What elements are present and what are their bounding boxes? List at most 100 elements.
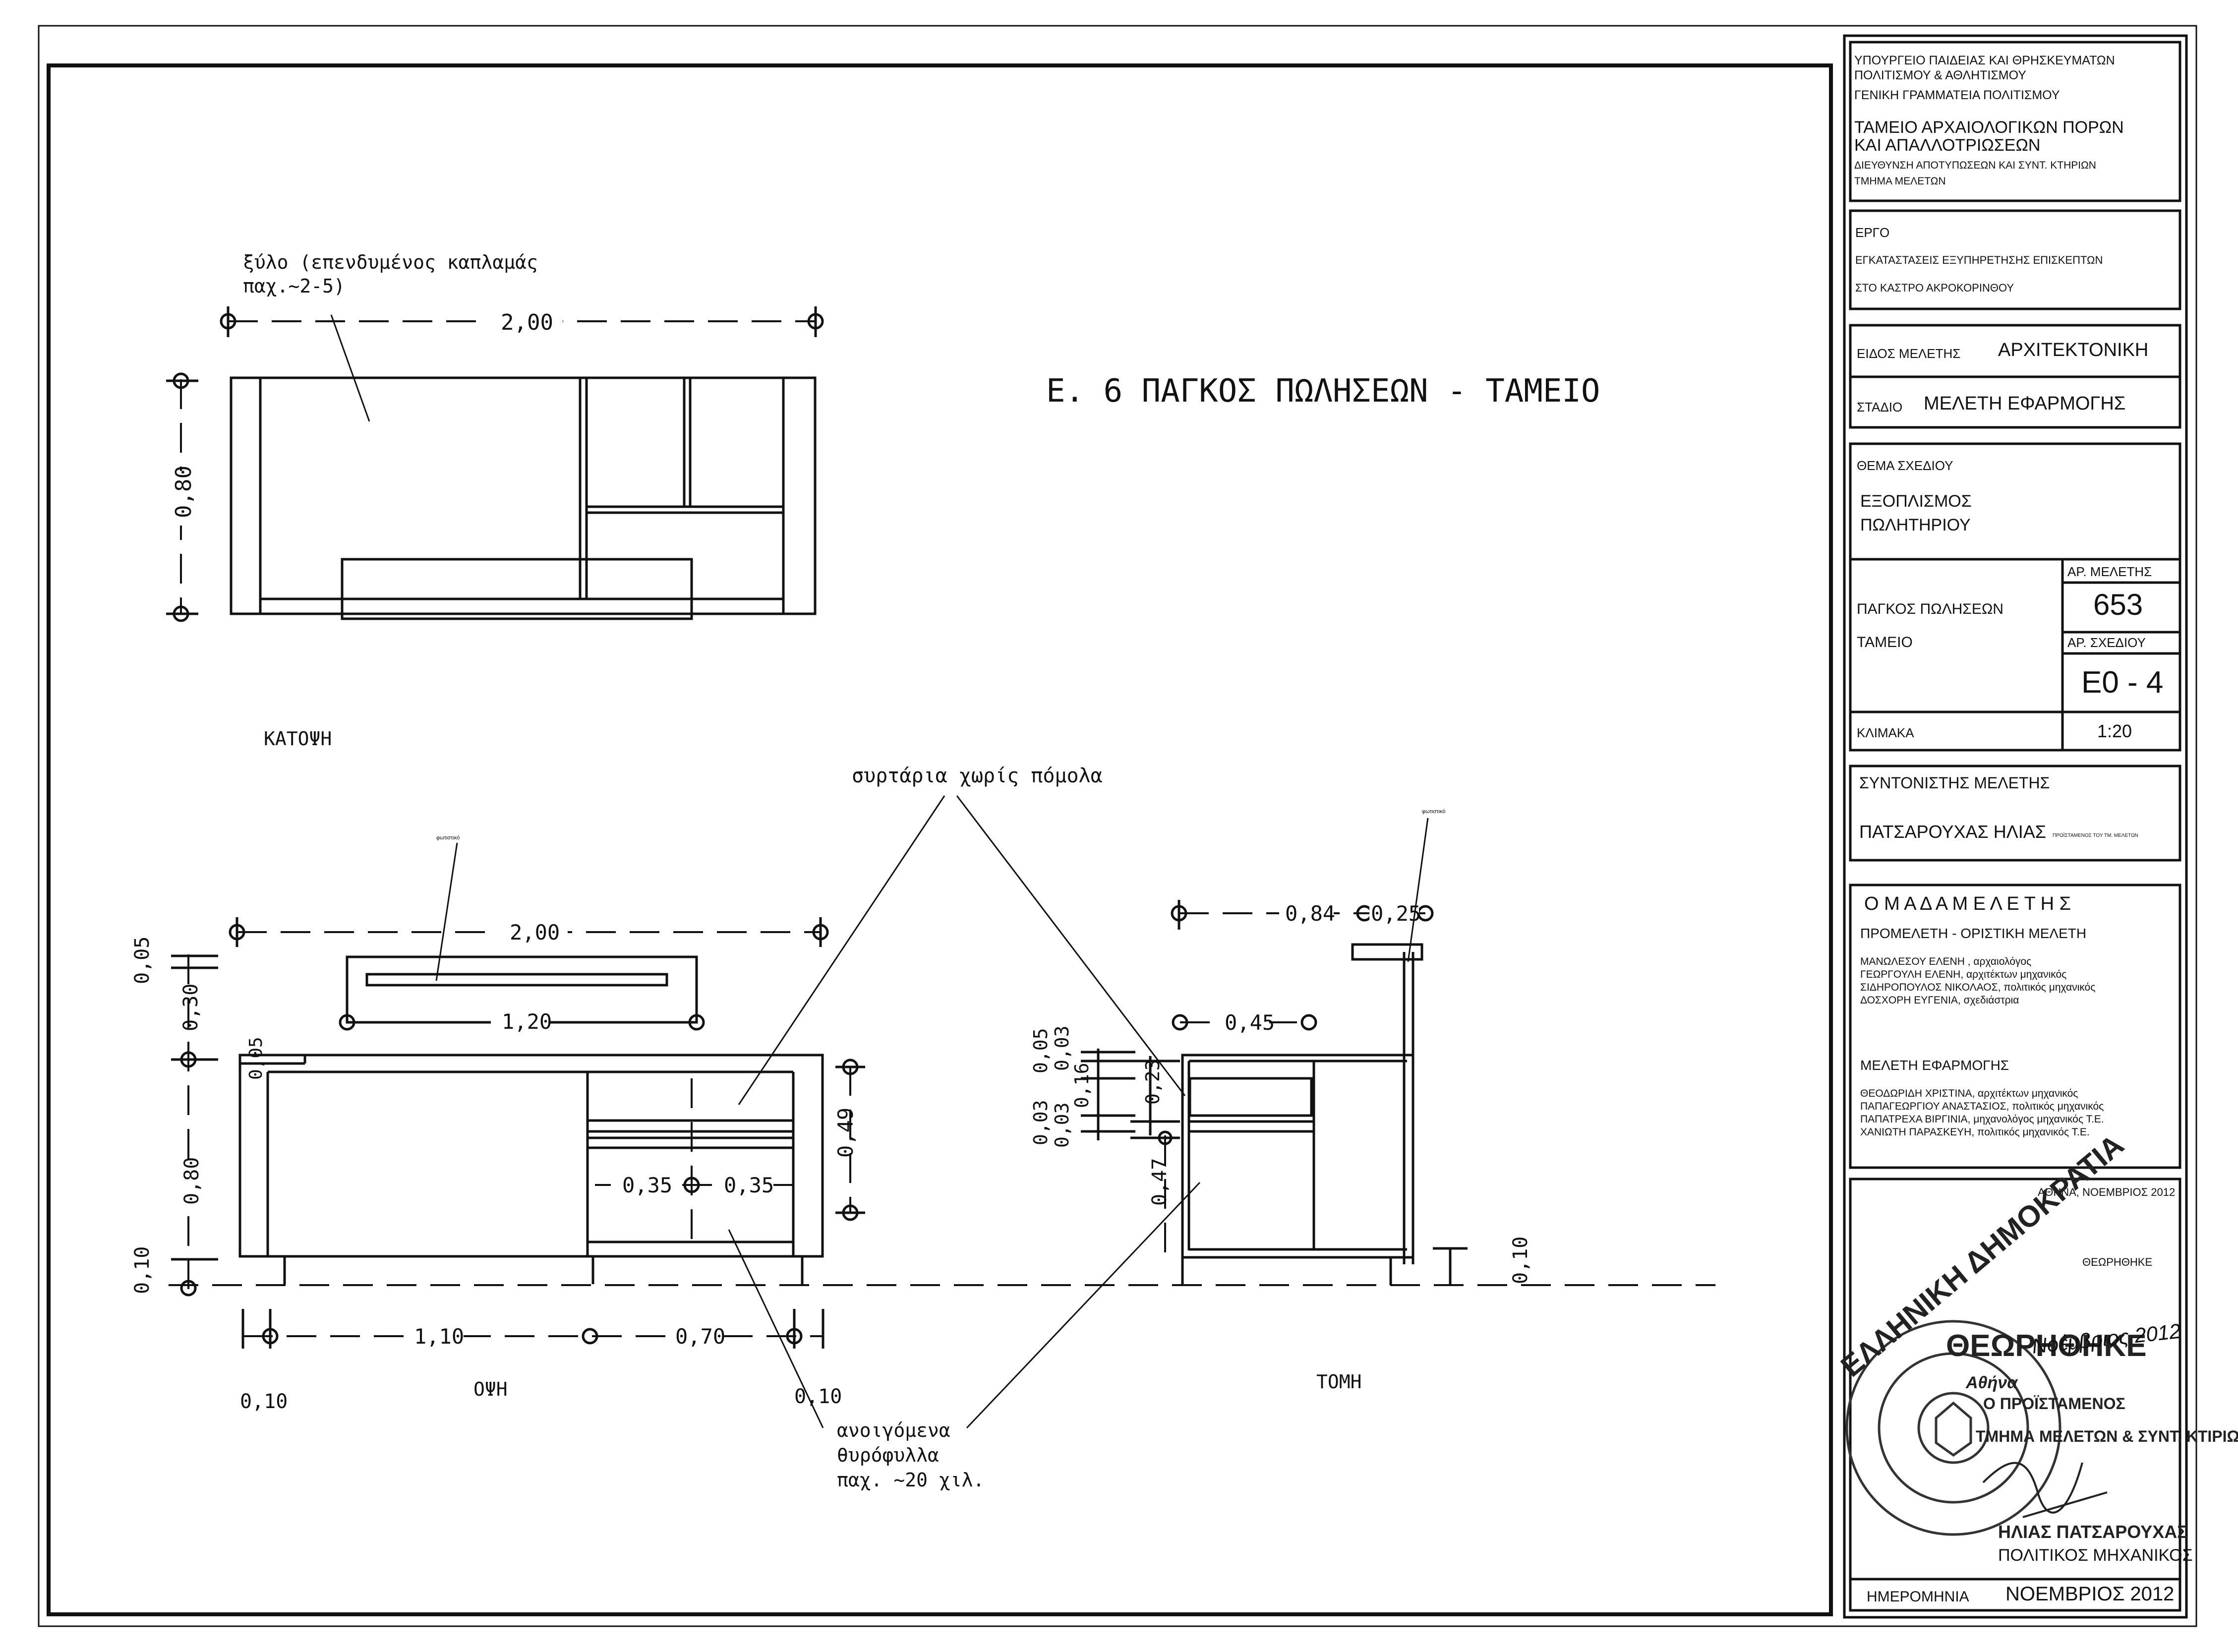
elev-dim-035b: 0,35 bbox=[724, 1173, 774, 1197]
tb-fund-line1: ΤΑΜΕΙΟ ΑΡΧΑΙΟΛΟΓΙΚΩΝ ΠΟΡΩΝ bbox=[1854, 118, 2124, 137]
sect-fixture-label: φωτιστικό bbox=[1422, 809, 1445, 815]
stamp-name: ΗΛΙΑΣ ΠΑΤΣΑΡΟΥΧΑΣ bbox=[1998, 1522, 2188, 1542]
sect-dim-047: 0,47 bbox=[1148, 1158, 1171, 1206]
tb-final-member: ΧΑΝΙΩΤΗ ΠΑΡΑΣΚΕΥΗ, πολιτικός μηχανικός Τ… bbox=[1860, 1126, 2090, 1138]
elev-dim-035a: 0,35 bbox=[622, 1173, 672, 1197]
stamp-place: Αθήνα bbox=[1965, 1373, 2018, 1392]
tb-place-date: ΑΘΗΝΑ, ΝΟΕΜΒΡΙΟΣ 2012 bbox=[2038, 1186, 2175, 1198]
tb-fund-line2: ΚΑΙ ΑΠΑΛΛΟΤΡΙΩΣΕΩΝ bbox=[1854, 136, 2040, 155]
plan-view: 2,00 0,80 ξύλο (επενδυμένος καπλαμάς παχ… bbox=[166, 251, 824, 750]
sect-dim-003a: 0,03 bbox=[1051, 1025, 1073, 1071]
titleblock: ΥΠΟΥΡΓΕΙΟ ΠΑΙΔΕΙΑΣ ΚΑΙ ΘΡΗΣΚΕΥΜΑΤΩΝ ΠΟΛΙ… bbox=[1849, 41, 2181, 1612]
tb-theme-line2: ΠΩΛΗΤΗΡΙΟΥ bbox=[1860, 516, 1971, 534]
note-doors-line2: θυρόφυλλα bbox=[837, 1444, 939, 1466]
drawing-frame bbox=[47, 63, 1833, 1616]
tb-study-type-value: ΑΡΧΙΤΕΚΤΟΝΙΚΗ bbox=[1998, 340, 2148, 360]
stamp-role-line1: Ο ΠΡΟΪΣΤΑΜΕΝΟΣ bbox=[1983, 1395, 2125, 1413]
sect-dim-005: 0,05 bbox=[1030, 1028, 1052, 1073]
tb-ministry-line1: ΥΠΟΥΡΓΕΙΟ ΠΑΙΔΕΙΑΣ ΚΑΙ ΘΡΗΣΚΕΥΜΑΤΩΝ bbox=[1854, 54, 2115, 67]
tb-sheet-no-value: Ε0 - 4 bbox=[2081, 665, 2163, 700]
sect-dim-025: 0,25 bbox=[1371, 901, 1421, 926]
tb-ministry-line3: ΓΕΝΙΚΗ ΓΡΑΜΜΑΤΕΙΑ ΠΟΛΙΤΙΣΜΟΥ bbox=[1854, 88, 2060, 102]
outer-frame bbox=[38, 25, 2197, 1627]
section-view: 0,84 0,25 φωτιστικό 0,45 0,10 bbox=[1030, 809, 1532, 1393]
tb-prelim-member: ΜΑΝΩΛΕΣΟΥ ΕΛΕΝΗ , αρχαιολόγος bbox=[1860, 956, 2031, 967]
tb-prelim-member: ΣΙΔΗΡΟΠΟΥΛΟΣ ΝΙΚΟΛΑΟΣ, πολιτικός μηχανικ… bbox=[1860, 982, 2095, 993]
notes: συρτάρια χωρίς πόμολα ανοιγόμενα θυρόφυλ… bbox=[728, 765, 1201, 1491]
plan-label: ΚΑΤΟΨΗ bbox=[264, 728, 332, 750]
elev-dim-h030: 0,30 bbox=[179, 984, 202, 1031]
elevation-view: 2,00 φωτιστικό 1,20 bbox=[131, 835, 1715, 1413]
tb-date-value: ΝΟΕΜΒΡΙΟΣ 2012 bbox=[2005, 1583, 2174, 1605]
stamp-approved: ΘΕΩΡΗΘΗΚΕ bbox=[1946, 1329, 2147, 1363]
elev-label: ΟΨΗ bbox=[473, 1378, 508, 1400]
tb-theme-label: ΘΕΜΑ ΣΧΕΔΙΟΥ bbox=[1857, 458, 1953, 473]
plan-note-line2: παχ.~2-5) bbox=[243, 275, 345, 297]
elev-dim-049: 0,49 bbox=[833, 1108, 858, 1158]
note-doors-line3: παχ. ~20 χιλ. bbox=[837, 1469, 984, 1491]
sect-dim-045: 0,45 bbox=[1225, 1010, 1275, 1035]
elev-dim-total: 2,00 bbox=[510, 920, 560, 944]
signature bbox=[1982, 1462, 2108, 1518]
tb-coordinator-role: ΠΡΟΪΣΤΑΜΕΝΟΣ ΤΟΥ ΤΜ. ΜΕΛΕΤΩΝ bbox=[2053, 832, 2138, 838]
tb-prelim-member: ΔΟΣΧΟΡΗ ΕΥΓΕΝΙΑ, σχεδιάστρια bbox=[1860, 995, 2019, 1006]
tb-stage-value: ΜΕΛΕΤΗ ΕΦΑΡΜΟΓΗΣ bbox=[1924, 393, 2125, 414]
approval-stamp: ΕΛΛΗΝΙΚΗ ΔΗΜΟΚΡΑΤΙΑ ΘΕΩΡΗΘΗΚΕ Νοέμβριος … bbox=[1834, 1128, 2238, 1565]
sect-label: ΤΟΜΗ bbox=[1316, 1371, 1362, 1393]
tb-subject-line2: ΤΑΜΕΙΟ bbox=[1857, 634, 1913, 650]
elev-dim-010-left: 0,10 bbox=[240, 1390, 288, 1413]
elev-dim-h005b: 0,05 bbox=[246, 1037, 266, 1080]
elev-dim-h080: 0,80 bbox=[180, 1157, 203, 1205]
tb-study-no-label: ΑΡ. ΜΕΛΕΤΗΣ bbox=[2067, 564, 2152, 579]
stamp-role-line2: ΤΜΗΜΑ ΜΕΛΕΤΩΝ & ΣΥΝΤ. ΚΤΙΡΙΩΝ bbox=[1976, 1427, 2238, 1445]
tb-fund-line4: ΤΜΗΜΑ ΜΕΛΕΤΩΝ bbox=[1854, 176, 1946, 187]
tb-project-line2: ΣΤΟ ΚΑΣΤΡΟ ΑΚΡΟΚΟΡΙΝΘΟΥ bbox=[1855, 282, 2014, 294]
tb-prelim-label: ΠΡΟΜΕΛΕΤΗ - ΟΡΙΣΤΙΚΗ ΜΕΛΕΤΗ bbox=[1860, 926, 2086, 941]
sect-dim-010: 0,10 bbox=[1509, 1237, 1532, 1284]
titleblock-frame bbox=[1843, 34, 2188, 1619]
tb-stage-label: ΣΤΑΔΙΟ bbox=[1857, 400, 1902, 414]
tb-project-label: ΕΡΓΟ bbox=[1855, 225, 1889, 240]
tb-prelim-member: ΓΕΩΡΓΟΥΛΗ ΕΛΕΝΗ, αρχιτέκτων μηχανικός bbox=[1860, 969, 2066, 980]
seal-inner-ring bbox=[1878, 1352, 2029, 1504]
elev-dim-010-right: 0,10 bbox=[794, 1385, 842, 1408]
elev-dim-top: 1,20 bbox=[502, 1009, 552, 1034]
sect-dim-003c: 0,03 bbox=[1051, 1102, 1073, 1148]
tb-final-member: ΘΕΟΔΩΡΙΔΗ ΧΡΙΣΤΙΝΑ, αρχιτέκτων μηχανικός bbox=[1860, 1088, 2078, 1099]
tb-scale-label: ΚΛΙΜΑΚΑ bbox=[1857, 725, 1914, 740]
elev-fixture-label: φωτιστικό bbox=[436, 835, 460, 841]
tb-ministry-line2: ΠΟΛΙΤΙΣΜΟΥ & ΑΘΛΗΤΙΣΜΟΥ bbox=[1854, 68, 2026, 82]
tb-final-member: ΠΑΠΑΤΡΕΧΑ ΒΙΡΓΙΝΙΑ, μηχανολόγος μηχανικό… bbox=[1860, 1114, 2104, 1125]
elev-dim-h010: 0,10 bbox=[131, 1246, 154, 1294]
tb-fund-line3: ΔΙΕΥΘΥΝΣΗ ΑΠΟΤΥΠΩΣΕΩΝ ΚΑΙ ΣΥΝΤ. ΚΤΗΡΙΩΝ bbox=[1854, 160, 2096, 171]
drawing-title: Ε. 6 ΠΑΓΚΟΣ ΠΩΛΗΣΕΩΝ - ΤΑΜΕΙΟ bbox=[1046, 373, 1600, 410]
tb-scale-value: 1:20 bbox=[2097, 721, 2132, 741]
tb-final-label: ΜΕΛΕΤΗ ΕΦΑΡΜΟΓΗΣ bbox=[1860, 1058, 2009, 1073]
elev-dim-h005: 0,05 bbox=[131, 937, 154, 984]
plan-dim-width: 2,00 bbox=[501, 310, 553, 335]
plan-dim-depth: 0,80 bbox=[171, 466, 196, 518]
tb-project-line1: ΕΓΚΑΤΑΣΤΑΣΕΙΣ ΕΞΥΠΗΡΕΤΗΣΗΣ ΕΠΙΣΚΕΠΤΩΝ bbox=[1855, 254, 2103, 266]
elev-dim-070: 0,70 bbox=[675, 1324, 725, 1349]
stamp-title: ΠΟΛΙΤΙΚΟΣ ΜΗΧΑΝΙΚΟΣ bbox=[1998, 1546, 2193, 1565]
sect-dim-023: 0,23 bbox=[1142, 1059, 1164, 1105]
tb-final-member: ΠΑΠΑΓΕΩΡΓΙΟΥ ΑΝΑΣΤΑΣΙΟΣ, πολιτικός μηχαν… bbox=[1860, 1101, 2104, 1112]
seal-emblem bbox=[1917, 1392, 1990, 1464]
sect-dim-084: 0,84 bbox=[1285, 901, 1335, 926]
tb-date-label: ΗΜΕΡΟΜΗΝΙΑ bbox=[1867, 1589, 1969, 1605]
sect-dim-003b: 0,03 bbox=[1030, 1100, 1052, 1145]
tb-coordinator-name: ΠΑΤΣΑΡΟΥΧΑΣ ΗΛΙΑΣ bbox=[1859, 822, 2046, 842]
tb-study-no-value: 653 bbox=[2093, 588, 2143, 621]
sect-dim-016: 0,16 bbox=[1071, 1062, 1093, 1108]
plan-note-line1: ξύλο (επενδυμένος καπλαμάς bbox=[243, 251, 538, 273]
tb-subject-line1: ΠΑΓΚΟΣ ΠΩΛΗΣΕΩΝ bbox=[1857, 601, 2003, 617]
elev-dim-110: 1,10 bbox=[414, 1324, 464, 1349]
tb-coordinator-label: ΣΥΝΤΟΝΙΣΤΗΣ ΜΕΛΕΤΗΣ bbox=[1859, 774, 2050, 792]
tb-approved-label: ΘΕΩΡΗΘΗΚΕ bbox=[2082, 1256, 2152, 1268]
seal-outer-ring bbox=[1845, 1320, 2061, 1536]
tb-study-type-label: ΕΙΔΟΣ ΜΕΛΕΤΗΣ bbox=[1857, 346, 1960, 361]
note-doors-line1: ανοιγόμενα bbox=[837, 1419, 950, 1441]
tb-theme-line1: ΕΞΟΠΛΙΣΜΟΣ bbox=[1860, 492, 1972, 511]
tb-sheet-no-label: ΑΡ. ΣΧΕΔΙΟΥ bbox=[2067, 635, 2146, 650]
